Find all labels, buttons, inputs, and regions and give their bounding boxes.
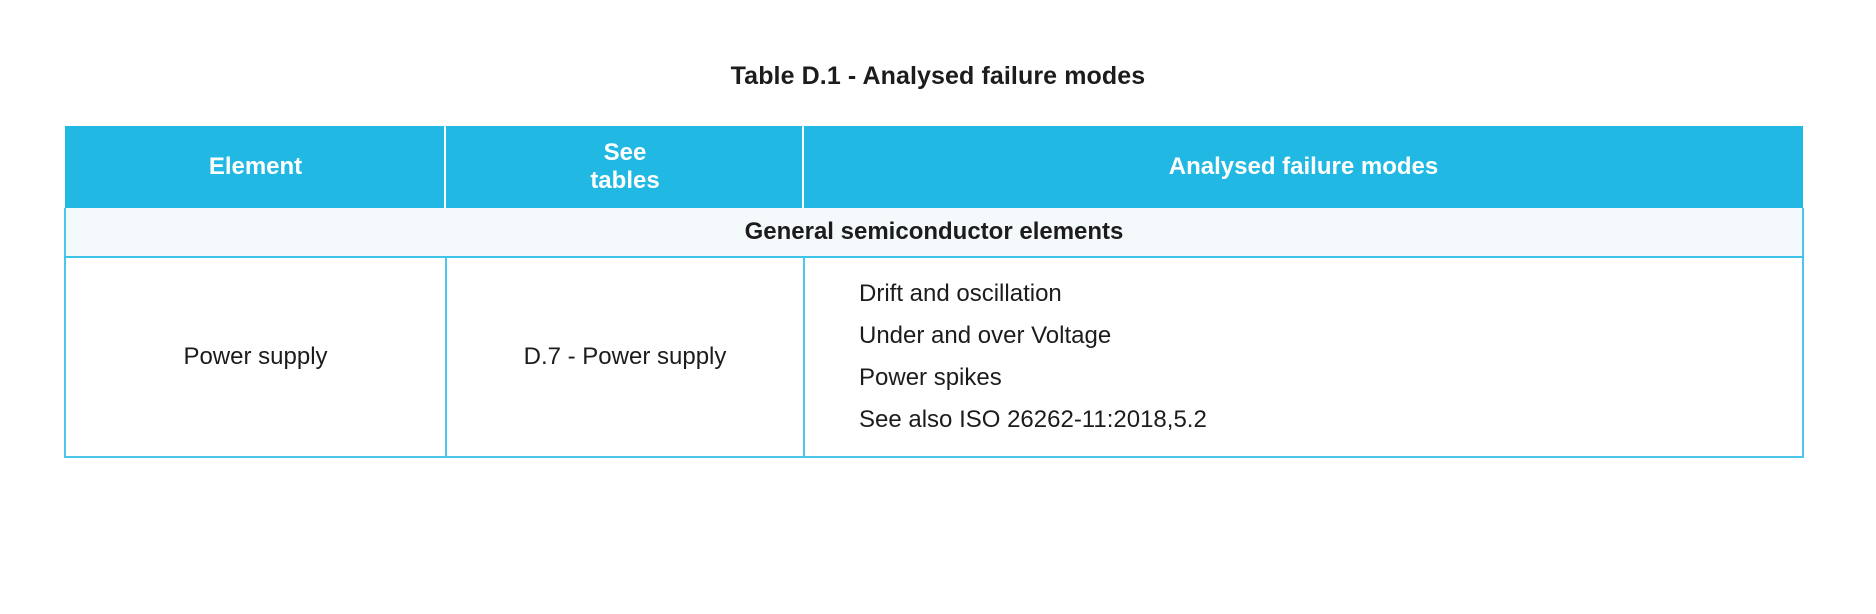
column-header-element: Element bbox=[65, 126, 446, 208]
page-title: Table D.1 - Analysed failure modes bbox=[730, 62, 1146, 90]
table-section-row: General semiconductor elements bbox=[64, 208, 1804, 258]
analysed-failure-modes-table: Element See tables Analysed failure mode… bbox=[64, 126, 1804, 458]
failure-mode-list: Drift and oscillation Under and over Vol… bbox=[859, 273, 1790, 441]
column-header-analysed-failure-modes: Analysed failure modes bbox=[804, 126, 1803, 208]
table-container: Element See tables Analysed failure mode… bbox=[64, 126, 1804, 458]
column-header-see-tables: See tables bbox=[446, 126, 804, 208]
cell-analysed-failure-modes: Drift and oscillation Under and over Vol… bbox=[803, 257, 1804, 458]
cell-element: Power supply bbox=[64, 257, 447, 458]
column-header-element-label: Element bbox=[208, 152, 303, 180]
list-item: Power spikes bbox=[859, 364, 1002, 391]
column-header-see-tables-line1: See bbox=[603, 138, 647, 166]
cell-see-tables: D.7 - Power supply bbox=[445, 257, 805, 458]
table-header-row: Element See tables Analysed failure mode… bbox=[65, 126, 1803, 208]
column-header-see-tables-line2: tables bbox=[590, 167, 660, 194]
table-row: Power supply D.7 - Power supply Drift an… bbox=[64, 257, 1804, 458]
list-item: Drift and oscillation bbox=[859, 280, 1062, 307]
column-header-analysed-failure-modes-label: Analysed failure modes bbox=[1168, 152, 1439, 180]
list-item: Under and over Voltage bbox=[859, 322, 1112, 349]
list-item: See also ISO 26262-11:2018,5.2 bbox=[859, 406, 1207, 433]
section-heading-general-semiconductor-elements: General semiconductor elements bbox=[64, 208, 1804, 258]
